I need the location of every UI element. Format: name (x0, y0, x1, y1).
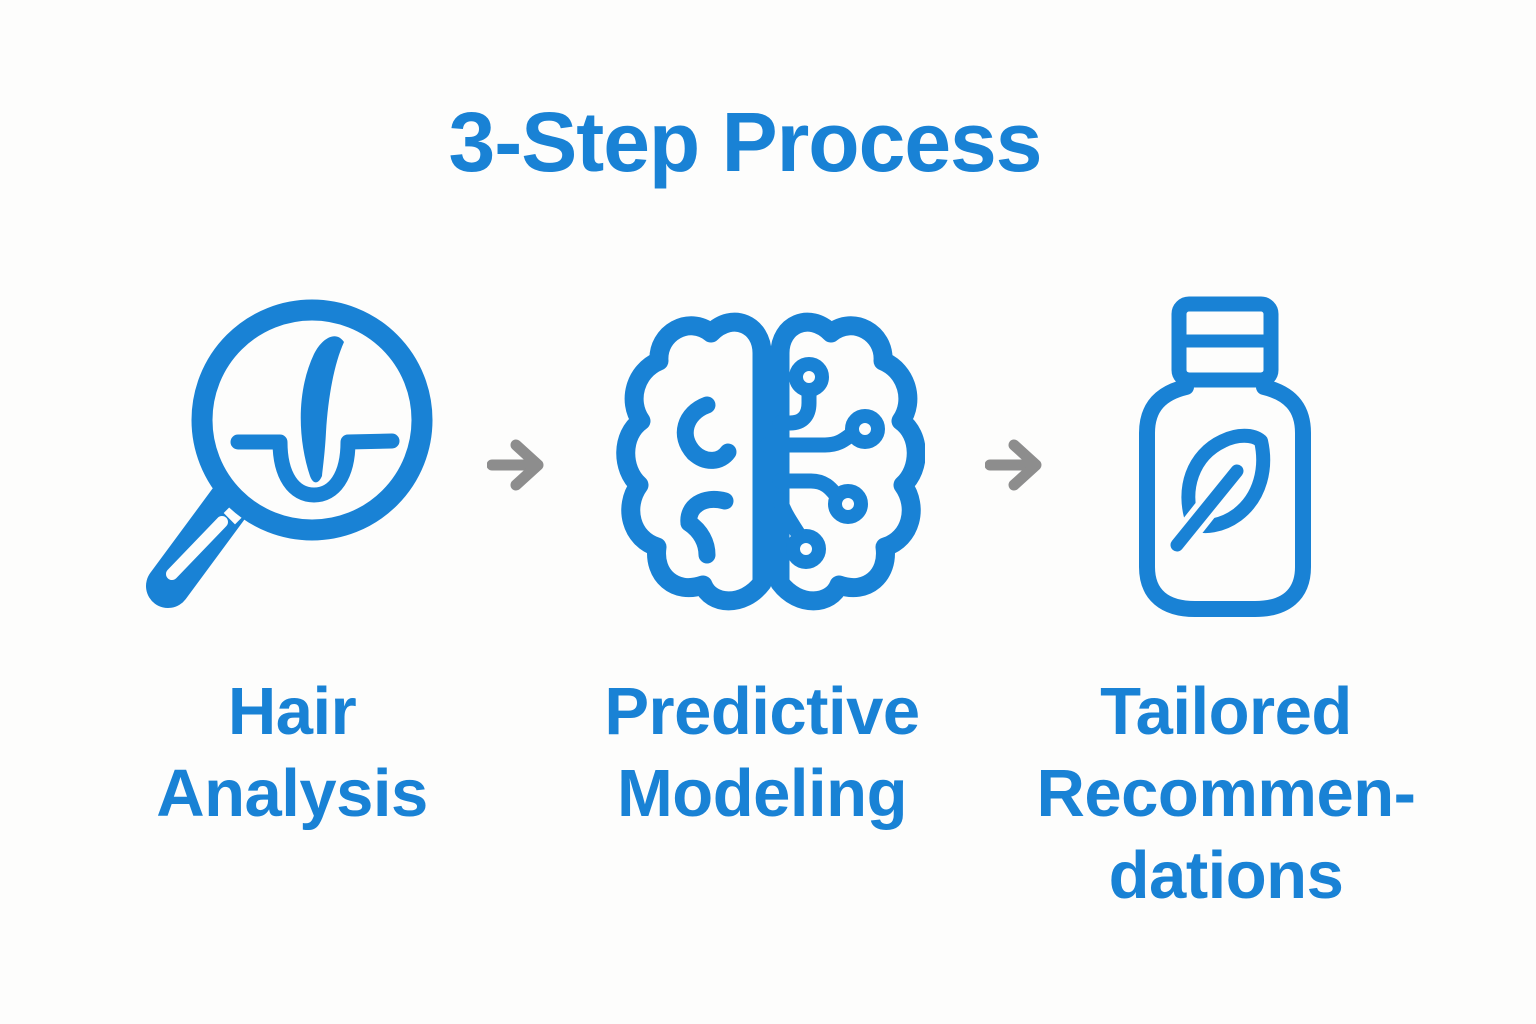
step-label-hair-analysis: Hair Analysis (156, 674, 428, 831)
right-arrow-icon (487, 437, 553, 493)
right-arrow-icon (985, 437, 1051, 493)
ai-brain-circuit-icon (615, 295, 925, 615)
page-title: 3-Step Process (448, 95, 1043, 189)
step-label-tailored-recommendations: Tailored Recommen- dations (1036, 674, 1416, 913)
hair-follicle-magnifier-icon (130, 280, 460, 620)
bottle-leaf-icon (1125, 295, 1325, 625)
step-label-predictive-modeling: Predictive Modeling (604, 674, 920, 831)
